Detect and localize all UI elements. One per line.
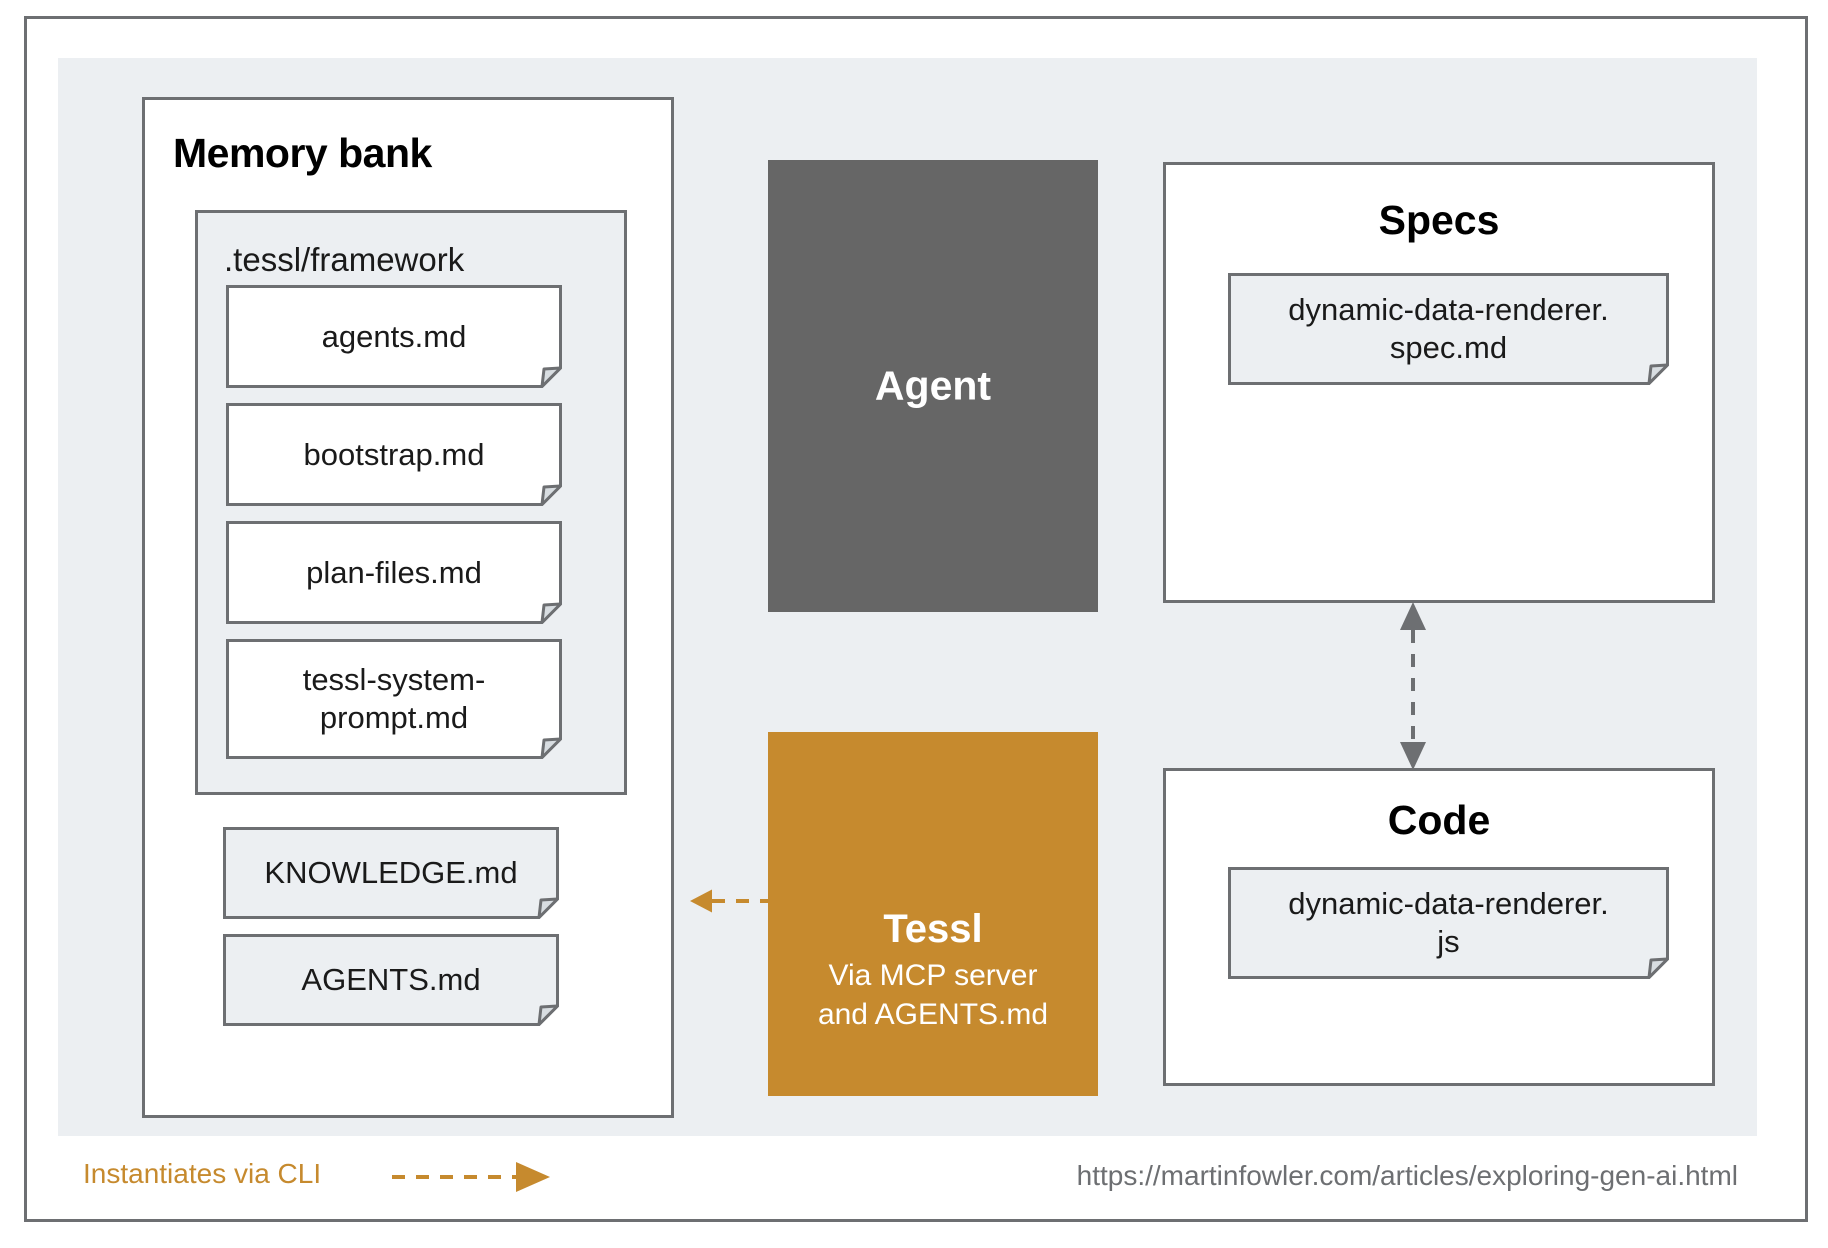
tessl-box[interactable]: Tessl Via MCP server and AGENTS.md	[768, 732, 1098, 1096]
note-knowledge-md[interactable]: KNOWLEDGE.md	[223, 827, 559, 919]
note-label: plan-files.md	[306, 554, 482, 590]
arrow-specs-to-code-bidirectional	[1400, 602, 1426, 770]
memory-bank-container: Memory bank .tessl/framework agents.md	[142, 97, 674, 1118]
specs-title: Specs	[1378, 197, 1500, 243]
note-shape	[226, 521, 562, 624]
legend-dashed-arrow-icon	[392, 1162, 550, 1192]
memory-bank-title: Memory bank	[173, 130, 432, 176]
framework-panel: .tessl/framework agents.md	[195, 210, 627, 795]
tessl-subtitle: Via MCP server and AGENTS.md	[817, 959, 1049, 1031]
note-label: AGENTS.md	[301, 962, 481, 998]
agent-box[interactable]: Agent	[768, 160, 1098, 612]
framework-path-label: .tessl/framework	[224, 241, 465, 278]
code-title: Code	[1387, 797, 1491, 843]
note-shape	[226, 285, 562, 388]
note-shape	[223, 934, 559, 1026]
note-shape	[223, 827, 559, 919]
note-shape	[1228, 867, 1669, 979]
note-tessl-system-prompt-md[interactable]: tessl-system- prompt.md	[226, 639, 562, 759]
tessl-title: Tessl	[883, 907, 983, 951]
note-spec-md[interactable]: dynamic-data-renderer. spec.md	[1228, 273, 1669, 385]
note-label: bootstrap.md	[303, 436, 485, 472]
note-shape	[226, 403, 562, 506]
code-box: Code dynamic-data-renderer. js	[1163, 768, 1715, 1086]
footer-url: https://martinfowler.com/articles/explor…	[1076, 1160, 1738, 1191]
note-shape	[1228, 273, 1669, 385]
note-label: dynamic-data-renderer. js	[1288, 886, 1609, 959]
note-shape	[226, 639, 562, 759]
note-label: agents.md	[321, 318, 467, 354]
note-bootstrap-md[interactable]: bootstrap.md	[226, 403, 562, 506]
agent-label: Agent	[874, 362, 992, 409]
note-code-js[interactable]: dynamic-data-renderer. js	[1228, 867, 1669, 979]
note-agents-root-md[interactable]: AGENTS.md	[223, 934, 559, 1026]
tessl-text-group: Tessl Via MCP server and AGENTS.md	[768, 907, 1098, 1034]
note-label: tessl-system- prompt.md	[302, 662, 486, 735]
note-label: dynamic-data-renderer. spec.md	[1288, 292, 1609, 365]
note-agents-md[interactable]: agents.md	[226, 285, 562, 388]
arrow-tessl-to-memory-bank	[690, 889, 773, 913]
specs-box: Specs dynamic-data-renderer. spec.md	[1163, 162, 1715, 603]
note-label: KNOWLEDGE.md	[264, 855, 518, 891]
note-plan-files-md[interactable]: plan-files.md	[226, 521, 562, 624]
legend-label: Instantiates via CLI	[83, 1158, 322, 1189]
